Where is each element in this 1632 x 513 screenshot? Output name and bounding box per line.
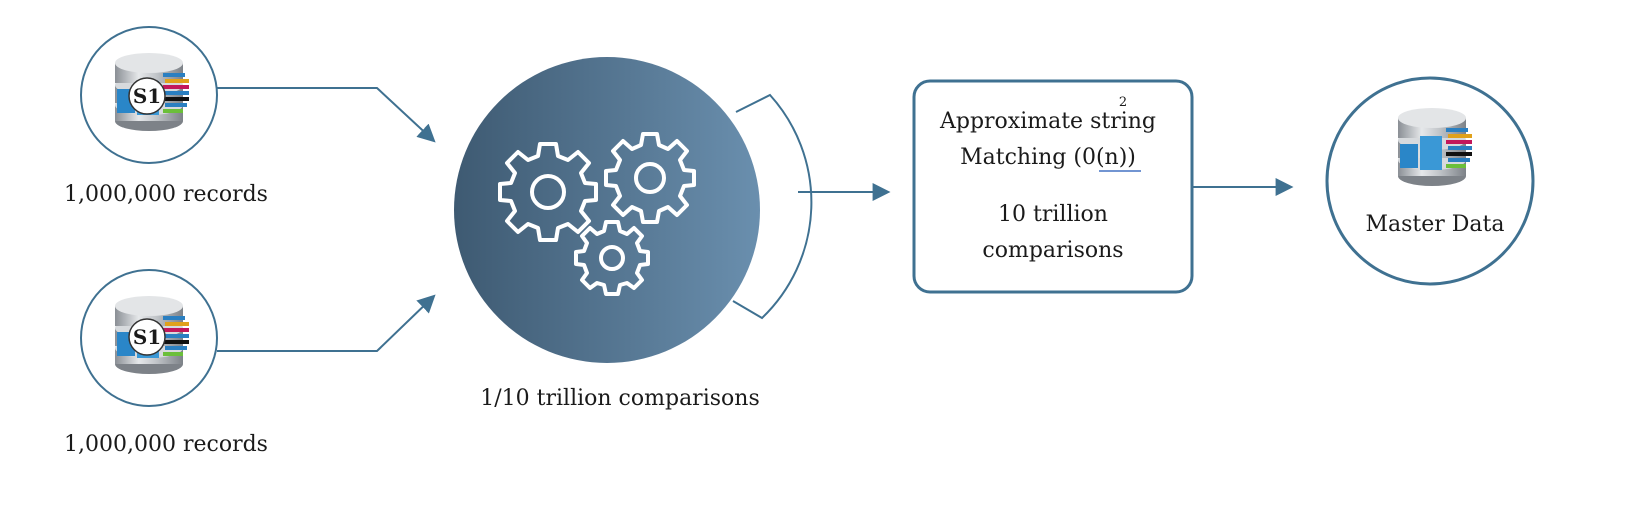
- source-2-caption: 1,000,000 records: [64, 432, 268, 457]
- processor-arc-bracket: [732, 93, 813, 320]
- processor-circle: [454, 57, 760, 363]
- processor-caption: 1/10 trillion comparisons: [480, 386, 759, 411]
- matching-line-2-suffix: )): [1119, 145, 1136, 170]
- matching-box-frame: [912, 79, 1194, 294]
- master-node: Master Data: [1325, 76, 1535, 286]
- matching-superscript: 2: [1119, 95, 1127, 110]
- database-icon: [1398, 108, 1472, 186]
- connector-source-2-to-processor: [217, 294, 436, 352]
- matching-line-4: comparisons: [982, 238, 1123, 263]
- matching-line-2-n: n: [1105, 145, 1119, 170]
- processor-node: [454, 57, 813, 363]
- source-1-caption: 1,000,000 records: [64, 182, 268, 207]
- master-label: Master Data: [1365, 212, 1504, 237]
- matching-line-1: Approximate string: [939, 109, 1156, 134]
- matching-line-3: 10 trillion: [998, 202, 1108, 227]
- matching-line-2-prefix: Matching (0(: [960, 145, 1104, 170]
- source-node-2: S1: [80, 269, 218, 407]
- gears-icon: [498, 132, 696, 296]
- connector-source-1-to-processor: [217, 87, 436, 143]
- matching-line-2: Matching (0(n)): [960, 145, 1136, 170]
- source-1-badge: [128, 77, 166, 115]
- source-node-1: S1: [80, 26, 218, 164]
- source-2-badge-label: S1: [133, 325, 161, 349]
- source-2-badge: [128, 318, 166, 356]
- source-1-badge-label: S1: [133, 84, 161, 108]
- matching-box: Approximate string 2 Matching (0(n)) 10 …: [912, 79, 1194, 294]
